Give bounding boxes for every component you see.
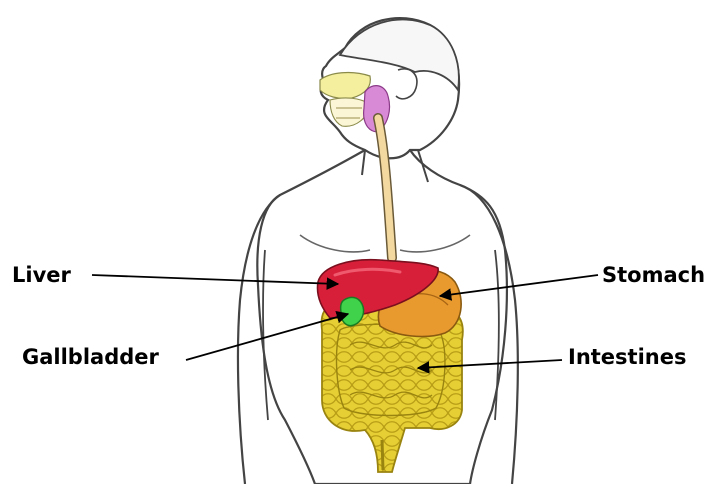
rectum	[382, 440, 383, 470]
small-intestine	[337, 324, 445, 415]
stomach-label: Stomach	[602, 265, 705, 286]
liver-label: Liver	[12, 265, 71, 286]
intestines-label: Intestines	[568, 347, 686, 368]
gallbladder-label: Gallbladder	[22, 347, 159, 368]
gallbladder-organ	[341, 297, 364, 325]
